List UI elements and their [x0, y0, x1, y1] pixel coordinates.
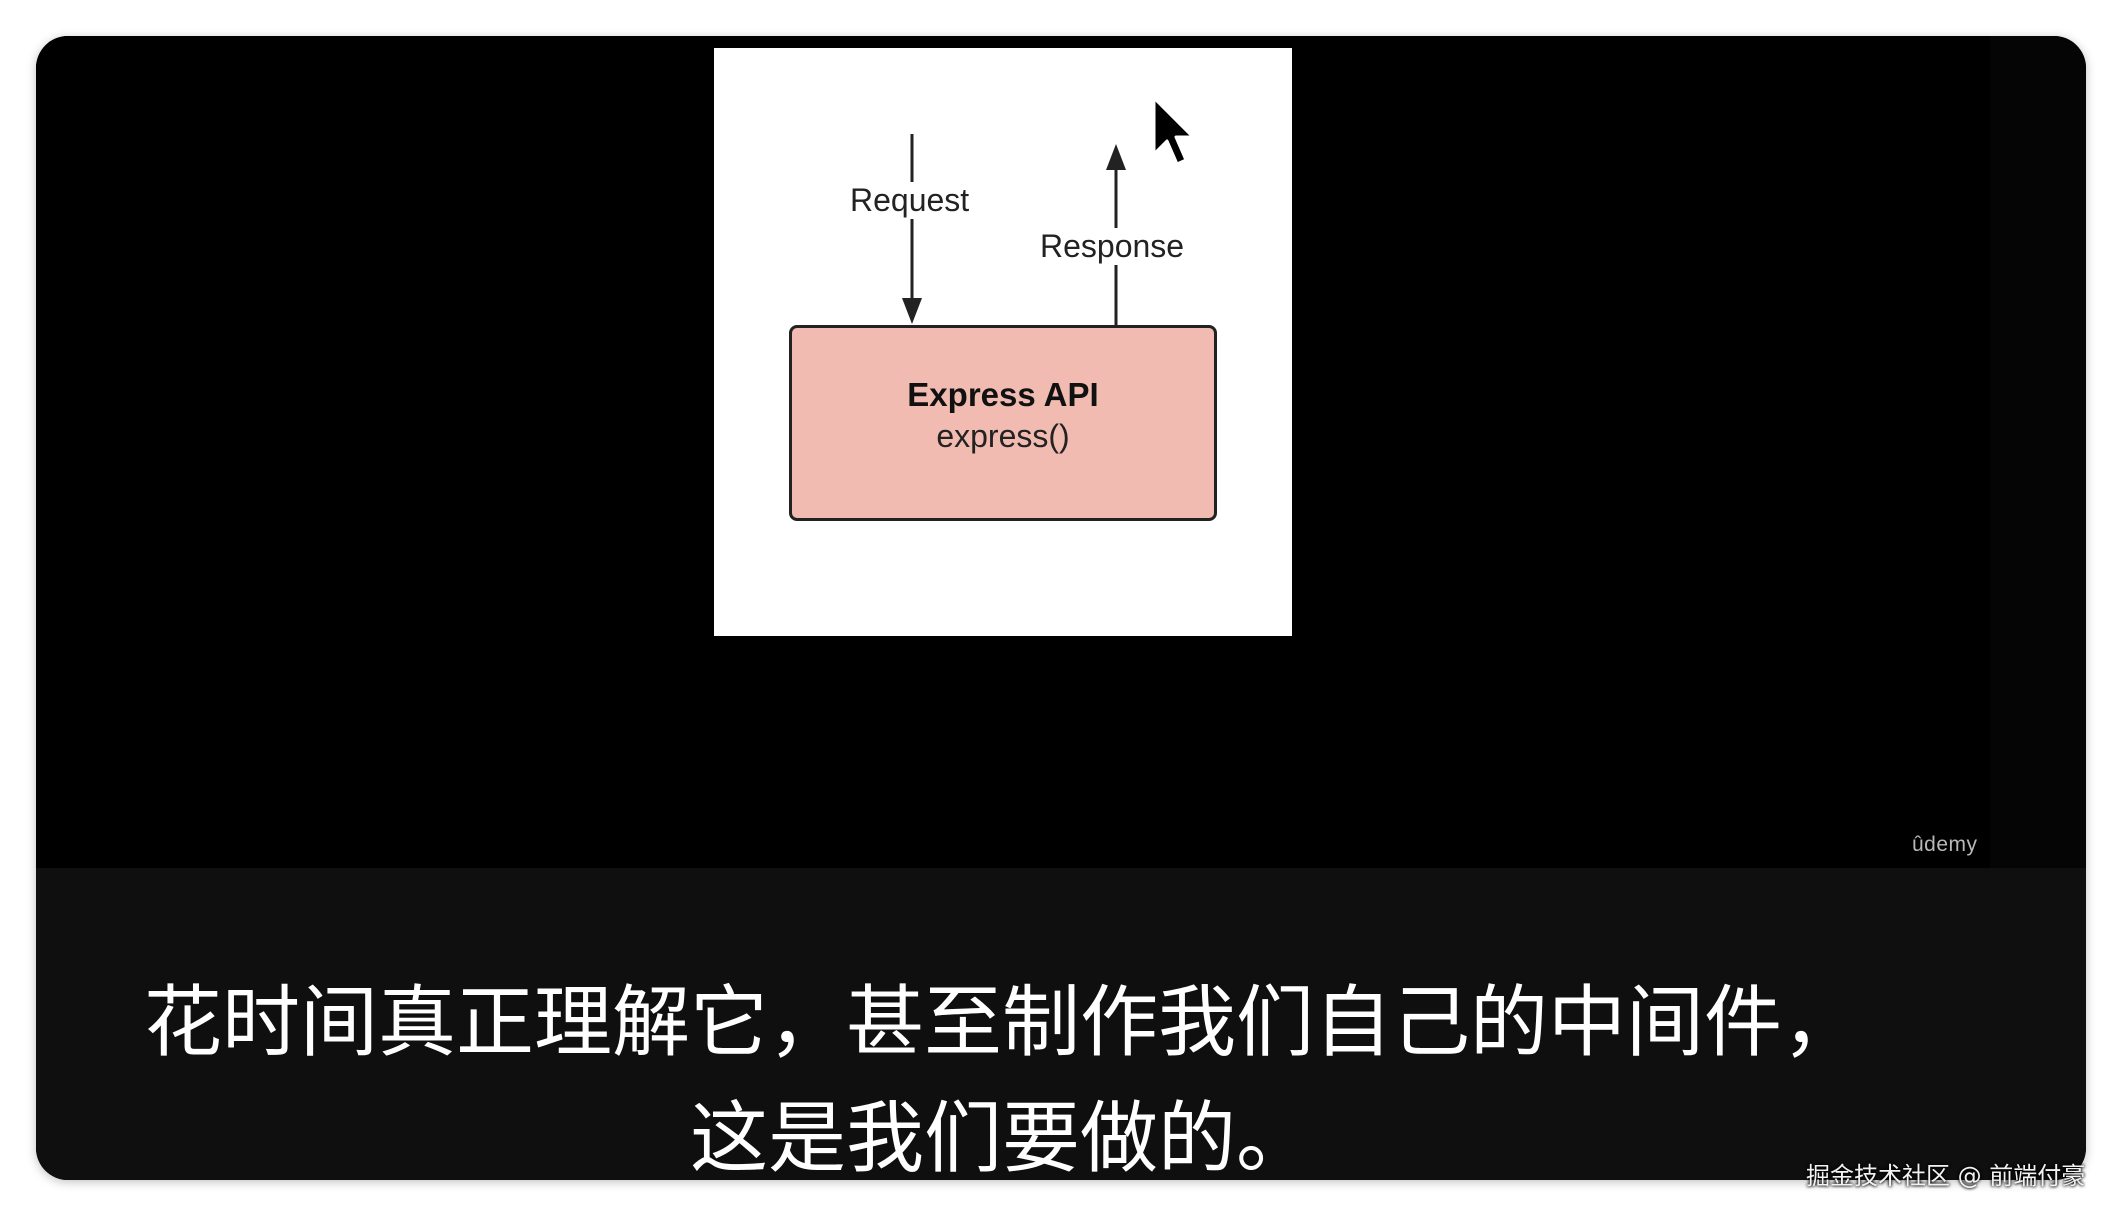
express-api-box: Express API express()	[789, 325, 1217, 521]
express-api-subtitle: express()	[936, 418, 1070, 454]
video-side-strip	[1990, 36, 2086, 868]
mouse-pointer-icon	[1152, 96, 1195, 166]
subtitle-line-2: 这是我们要做的。	[690, 1094, 1315, 1180]
watermark: 掘金技术社区 @ 前端付豪	[1806, 1162, 2086, 1190]
udemy-logo: ûdemy	[1912, 833, 1978, 856]
video-player[interactable]: Request Response Express API express() û…	[36, 36, 2086, 1180]
subtitle-line-1: 花时间真正理解它，甚至制作我们自己的中间件，	[144, 978, 1861, 1068]
request-arrow-head	[902, 298, 922, 324]
express-api-title: Express API	[907, 376, 1099, 413]
request-label: Request	[848, 182, 972, 219]
slide-diagram: Request Response Express API express()	[714, 48, 1292, 636]
response-arrow-head	[1106, 144, 1126, 170]
response-label: Response	[1038, 228, 1187, 265]
caption-band	[36, 868, 2086, 1180]
